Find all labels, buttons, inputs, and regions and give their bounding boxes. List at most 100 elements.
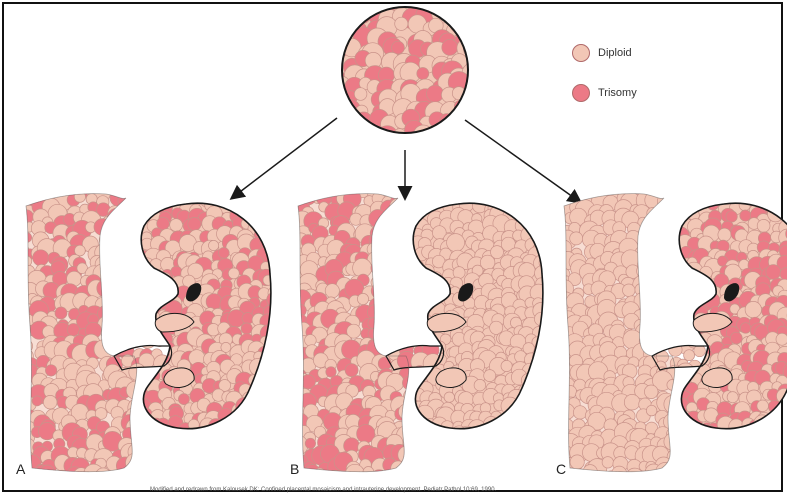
trisomy-cell bbox=[379, 245, 391, 257]
diploid-cell bbox=[543, 372, 557, 386]
trisomy-cell bbox=[766, 265, 781, 280]
trisomy-cell bbox=[270, 367, 282, 379]
diploid-cell bbox=[544, 442, 557, 455]
diploid-cell bbox=[534, 188, 550, 204]
diploid-cell bbox=[514, 410, 528, 424]
diploid-cell bbox=[659, 295, 672, 308]
diploid-cell bbox=[687, 188, 703, 204]
diploid-cell bbox=[544, 241, 558, 255]
diploid-cell bbox=[413, 187, 430, 204]
diploid-cell bbox=[548, 351, 559, 362]
diploid-cell bbox=[154, 276, 170, 292]
diploid-cell bbox=[502, 192, 514, 204]
diploid-cell bbox=[133, 430, 149, 446]
diploid-cell bbox=[536, 217, 549, 230]
trisomy-cell bbox=[130, 476, 147, 493]
diploid-cell bbox=[642, 306, 660, 324]
diploid-cell bbox=[664, 284, 682, 302]
diploid-cell bbox=[411, 323, 423, 335]
trisomy-cell bbox=[132, 396, 143, 407]
trisomy-cell bbox=[132, 195, 148, 211]
trisomy-cell bbox=[118, 211, 132, 225]
diploid-cell bbox=[624, 394, 640, 410]
diploid-cell bbox=[273, 319, 286, 332]
diploid-cell bbox=[10, 272, 23, 285]
diploid-cell bbox=[378, 279, 396, 297]
diploid-cell bbox=[403, 257, 420, 274]
trisomy-cell bbox=[380, 200, 397, 217]
diploid-cell bbox=[152, 429, 165, 442]
trisomy-cell bbox=[125, 284, 141, 300]
diploid-cell bbox=[546, 251, 559, 264]
diploid-cell bbox=[542, 419, 554, 431]
diploid-cell bbox=[389, 230, 405, 246]
trisomy-cell bbox=[368, 136, 382, 150]
trisomy-cell bbox=[412, 181, 426, 195]
diploid-cell bbox=[131, 267, 143, 279]
diploid-cell bbox=[549, 239, 565, 255]
trisomy-cell bbox=[472, 134, 484, 146]
diploid-cell bbox=[156, 272, 173, 289]
panel-label-b: B bbox=[290, 461, 299, 477]
trisomy-cell bbox=[411, 194, 423, 206]
diploid-cell bbox=[259, 217, 276, 234]
trisomy-cell bbox=[286, 349, 299, 362]
trisomy-cell bbox=[396, 284, 416, 304]
trisomy-cell bbox=[279, 210, 295, 226]
diploid-cell bbox=[529, 400, 547, 418]
diploid-cell bbox=[415, 276, 432, 293]
diploid-cell bbox=[252, 429, 266, 443]
diploid-cell bbox=[552, 395, 565, 408]
diploid-cell bbox=[674, 323, 690, 339]
diploid-cell bbox=[666, 279, 680, 293]
panel-label-a: A bbox=[16, 461, 25, 477]
diploid-cell bbox=[134, 440, 146, 452]
diploid-cell bbox=[354, 88, 367, 101]
trisomy-cell bbox=[118, 193, 133, 208]
diploid-cell bbox=[556, 401, 567, 412]
diploid-cell bbox=[551, 218, 562, 229]
diploid-cell bbox=[655, 245, 669, 259]
trisomy-cell bbox=[279, 373, 297, 391]
diploid-cell bbox=[141, 458, 157, 474]
diploid-cell bbox=[542, 349, 557, 364]
diploid-cell bbox=[772, 424, 783, 435]
diploid-cell bbox=[56, 477, 67, 488]
diploid-cell bbox=[669, 273, 684, 288]
trisomy-cell bbox=[714, 428, 730, 444]
diploid-cell bbox=[554, 206, 565, 217]
diploid-cell bbox=[546, 277, 557, 288]
trisomy-cell bbox=[123, 483, 135, 495]
diploid-cell bbox=[547, 212, 559, 224]
diploid-cell bbox=[544, 276, 562, 294]
trisomy-cell bbox=[37, 178, 57, 198]
diploid-cell bbox=[668, 430, 681, 443]
trisomy-cell bbox=[401, 471, 417, 487]
diploid-cell bbox=[543, 230, 560, 247]
trisomy-cell bbox=[740, 323, 751, 334]
diploid-cell bbox=[402, 256, 414, 268]
diploid-cell bbox=[544, 408, 562, 426]
diploid-cell bbox=[263, 412, 275, 424]
diploid-cell bbox=[670, 186, 686, 202]
diploid-cell bbox=[555, 231, 565, 241]
diploid-cell bbox=[284, 203, 297, 216]
trisomy-cell bbox=[417, 68, 429, 80]
trisomy-cell bbox=[171, 266, 182, 277]
diploid-cell bbox=[126, 312, 143, 329]
diploid-cell bbox=[648, 287, 660, 299]
trisomy-cell bbox=[127, 234, 142, 249]
diploid-cell bbox=[143, 441, 158, 456]
diploid-cell bbox=[542, 218, 557, 233]
diploid-cell bbox=[545, 384, 562, 401]
trisomy-cell bbox=[390, 334, 405, 349]
trisomy-cell bbox=[472, 112, 485, 125]
diploid-cell bbox=[420, 297, 430, 307]
diploid-cell bbox=[583, 465, 597, 479]
trisomy-cell bbox=[412, 297, 424, 309]
diploid-cell bbox=[284, 308, 299, 323]
diploid-cell bbox=[674, 305, 692, 323]
diploid-cell bbox=[382, 299, 395, 312]
diploid-cell bbox=[228, 416, 242, 430]
diploid-cell bbox=[440, 187, 457, 204]
